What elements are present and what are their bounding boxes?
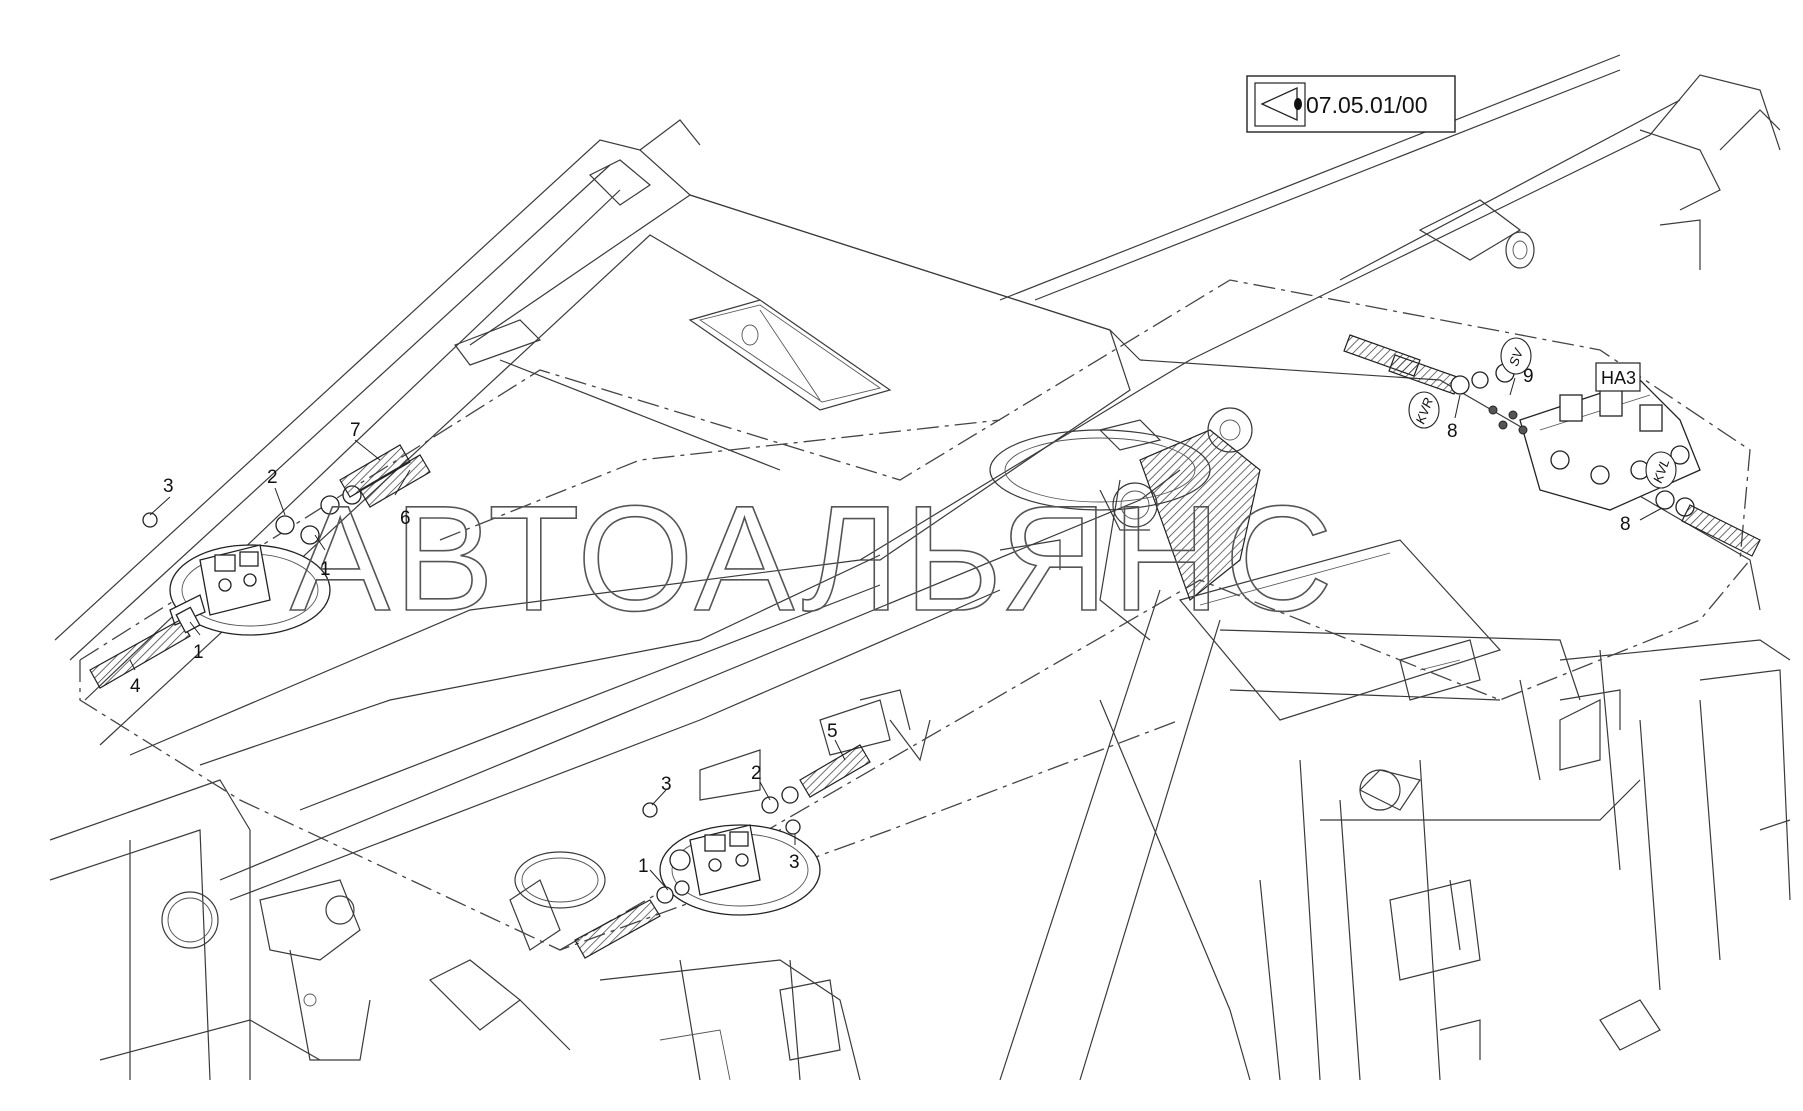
hose-routing-path [79,279,1751,951]
valve-block-ha3 [1343,334,1761,557]
callout-8-top: 8 [1447,421,1458,442]
tag-labels: SV KVR KVL HA3 [1408,337,1677,489]
callout-1-top-left: 1 [320,559,331,580]
tag-sv: SV [1506,345,1526,368]
tag-ha3: HA3 [1601,368,1636,388]
callout-3-center-right: 3 [789,852,800,873]
callout-9: 9 [1523,366,1534,387]
callout-5: 5 [827,721,838,742]
callout-3-center-left: 3 [661,774,672,795]
callout-1-center: 1 [638,856,649,877]
callout-2-center: 2 [751,763,762,784]
watermark-text: АВТОАЛЬЯНС [290,474,1337,642]
reference-code: 07.05.01/00 [1306,92,1428,118]
left-distributor-assembly [89,444,431,689]
callout-4: 4 [130,676,141,697]
reference-box: 07.05.01/00 [1246,75,1456,133]
lower-distributor-assembly [574,744,871,959]
callout-3-top-left: 3 [163,476,174,497]
view-arrow-icon [1260,86,1302,122]
callout-2-top-left: 2 [267,467,278,488]
callout-1-left: 1 [193,642,204,663]
callout-8-right: 8 [1620,514,1631,535]
chassis-frame-lines [49,54,1791,1081]
callout-7: 7 [350,420,361,441]
callout-6: 6 [400,508,411,529]
callout-labels: 3 2 7 6 1 1 4 5 2 3 3 1 9 8 8 [129,366,1663,891]
